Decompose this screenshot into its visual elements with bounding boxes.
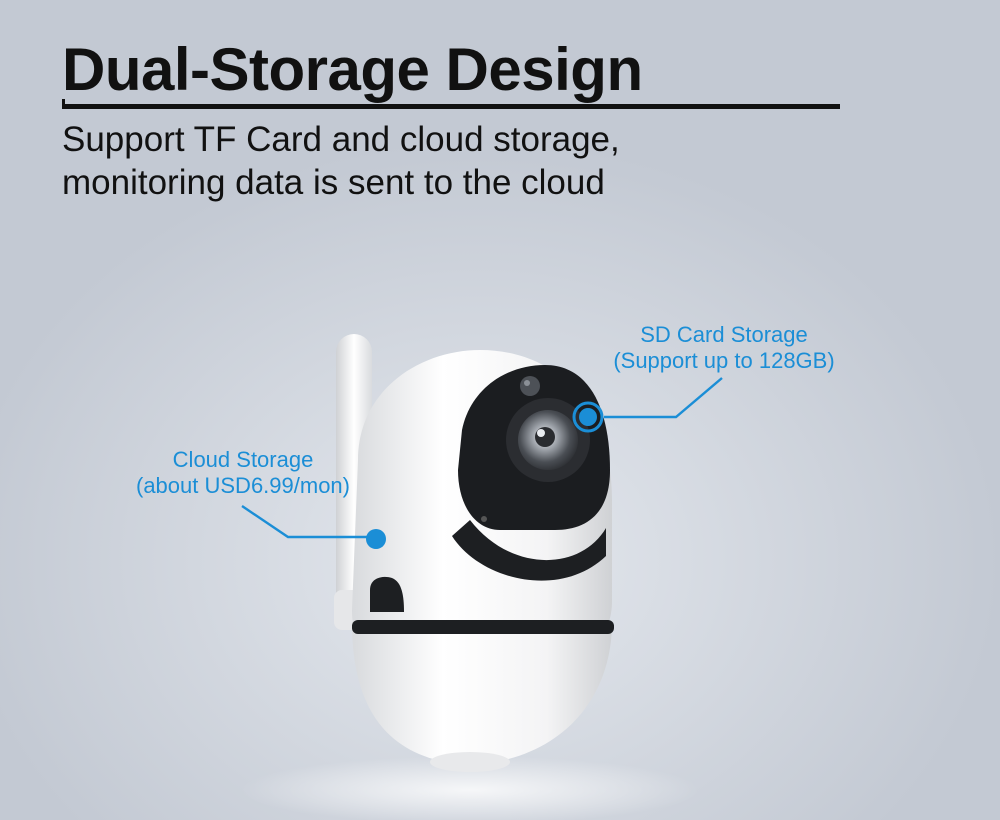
- sd-storage-label: SD Card Storage (Support up to 128GB): [596, 322, 852, 374]
- cloud-storage-title: Cloud Storage: [172, 447, 314, 472]
- sd-callout: [572, 377, 723, 433]
- mic-hole: [481, 516, 487, 522]
- subtitle-line-2: monitoring data is sent to the cloud: [62, 163, 605, 202]
- cloud-storage-label: Cloud Storage (about USD6.99/mon): [112, 447, 374, 499]
- face-arc: [452, 520, 606, 581]
- body-seam: [352, 620, 614, 634]
- page-title: Dual-Storage Design: [62, 36, 643, 103]
- camera-base: [352, 622, 612, 765]
- sd-storage-detail: (Support up to 128GB): [613, 348, 835, 373]
- side-slot: [370, 576, 404, 612]
- sd-storage-title: SD Card Storage: [640, 322, 808, 347]
- cloud-callout: [241, 505, 386, 549]
- base-foot: [430, 752, 510, 772]
- title-underline: [62, 99, 840, 109]
- floor-reflection: [240, 756, 700, 820]
- ir-sensor: [520, 376, 540, 396]
- subtitle: Support TF Card and cloud storage, monit…: [62, 118, 620, 204]
- subtitle-line-1: Support TF Card and cloud storage,: [62, 120, 620, 159]
- cloud-storage-detail: (about USD6.99/mon): [136, 473, 350, 498]
